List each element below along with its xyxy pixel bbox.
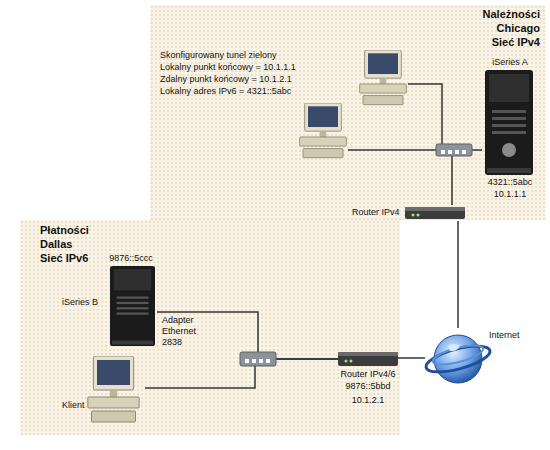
router-node: Router IPv4 bbox=[350, 205, 468, 221]
router-node: Router IPv4/69876::5bbd10.1.2.1 bbox=[338, 352, 398, 408]
panel-heading: Płatności bbox=[40, 224, 140, 237]
network-panel: PłatnościDallasSieć IPv69876::5ccciSerie… bbox=[20, 220, 400, 435]
switch-port bbox=[441, 150, 445, 154]
panel-heading: Sieć IPv4 bbox=[440, 36, 540, 49]
network-link bbox=[398, 357, 425, 359]
globe-swirl bbox=[431, 342, 485, 369]
node-label: Router IPv4/6 bbox=[333, 369, 403, 380]
switch-port bbox=[259, 359, 263, 363]
switch-port bbox=[245, 359, 249, 363]
router-body bbox=[405, 207, 465, 219]
network-link bbox=[157, 312, 338, 359]
switch-port bbox=[462, 150, 466, 154]
switch-port bbox=[448, 150, 452, 154]
panel-heading: Chicago bbox=[440, 22, 540, 35]
switch-port bbox=[266, 359, 270, 363]
switch-body bbox=[436, 144, 472, 156]
server-tower bbox=[485, 70, 533, 175]
router-top bbox=[405, 207, 465, 211]
internet-node: Internet bbox=[425, 328, 525, 390]
router-body bbox=[338, 352, 398, 366]
switch-port bbox=[252, 359, 256, 363]
network-link bbox=[457, 221, 459, 328]
router-device bbox=[338, 352, 398, 366]
switch-body bbox=[240, 352, 276, 366]
node-label: 9876::5bbd bbox=[333, 381, 403, 392]
globe-land bbox=[448, 344, 460, 351]
node-label: iSeries A bbox=[479, 57, 541, 68]
router-device bbox=[405, 207, 465, 219]
router-top bbox=[338, 352, 398, 356]
client-node: Klient bbox=[60, 355, 145, 427]
node-label: 4321::5abc bbox=[479, 177, 541, 188]
router-light bbox=[345, 360, 348, 363]
panel-heading: Dallas bbox=[40, 238, 140, 251]
node-label: 9876::5ccc bbox=[103, 253, 159, 264]
router-light bbox=[412, 214, 415, 217]
node-label: 10.1.2.1 bbox=[333, 395, 403, 406]
network-wire bbox=[408, 84, 442, 144]
network-link bbox=[145, 359, 338, 388]
server-node: 9876::5ccciSeries B bbox=[62, 252, 157, 348]
router-light bbox=[417, 214, 420, 217]
client-computer bbox=[300, 103, 347, 158]
network-switch bbox=[436, 144, 472, 156]
client-computer bbox=[88, 356, 139, 422]
network-switch bbox=[240, 352, 276, 366]
globe-sphere bbox=[434, 335, 482, 383]
node-label: 10.1.1.1 bbox=[479, 189, 541, 200]
network-wire bbox=[348, 149, 436, 151]
server-disk bbox=[502, 143, 516, 157]
switch-port bbox=[455, 150, 459, 154]
node-label: Klient bbox=[62, 400, 92, 411]
panel-heading: Należności bbox=[440, 8, 540, 21]
server-tower bbox=[110, 266, 155, 346]
node-label: Internet bbox=[489, 330, 529, 341]
globe-swirl bbox=[424, 341, 493, 377]
node-label: iSeries B bbox=[62, 297, 108, 308]
network-panel: NależnościChicagoSieć IPv4iSeries A4321:… bbox=[150, 5, 545, 220]
internet-globe bbox=[424, 335, 493, 383]
client-computer bbox=[360, 50, 407, 105]
router-light bbox=[350, 360, 353, 363]
network-link bbox=[452, 150, 482, 205]
server-node: iSeries A4321::5abc10.1.1.1 bbox=[482, 56, 544, 200]
node-label: Router IPv4 bbox=[352, 207, 404, 218]
